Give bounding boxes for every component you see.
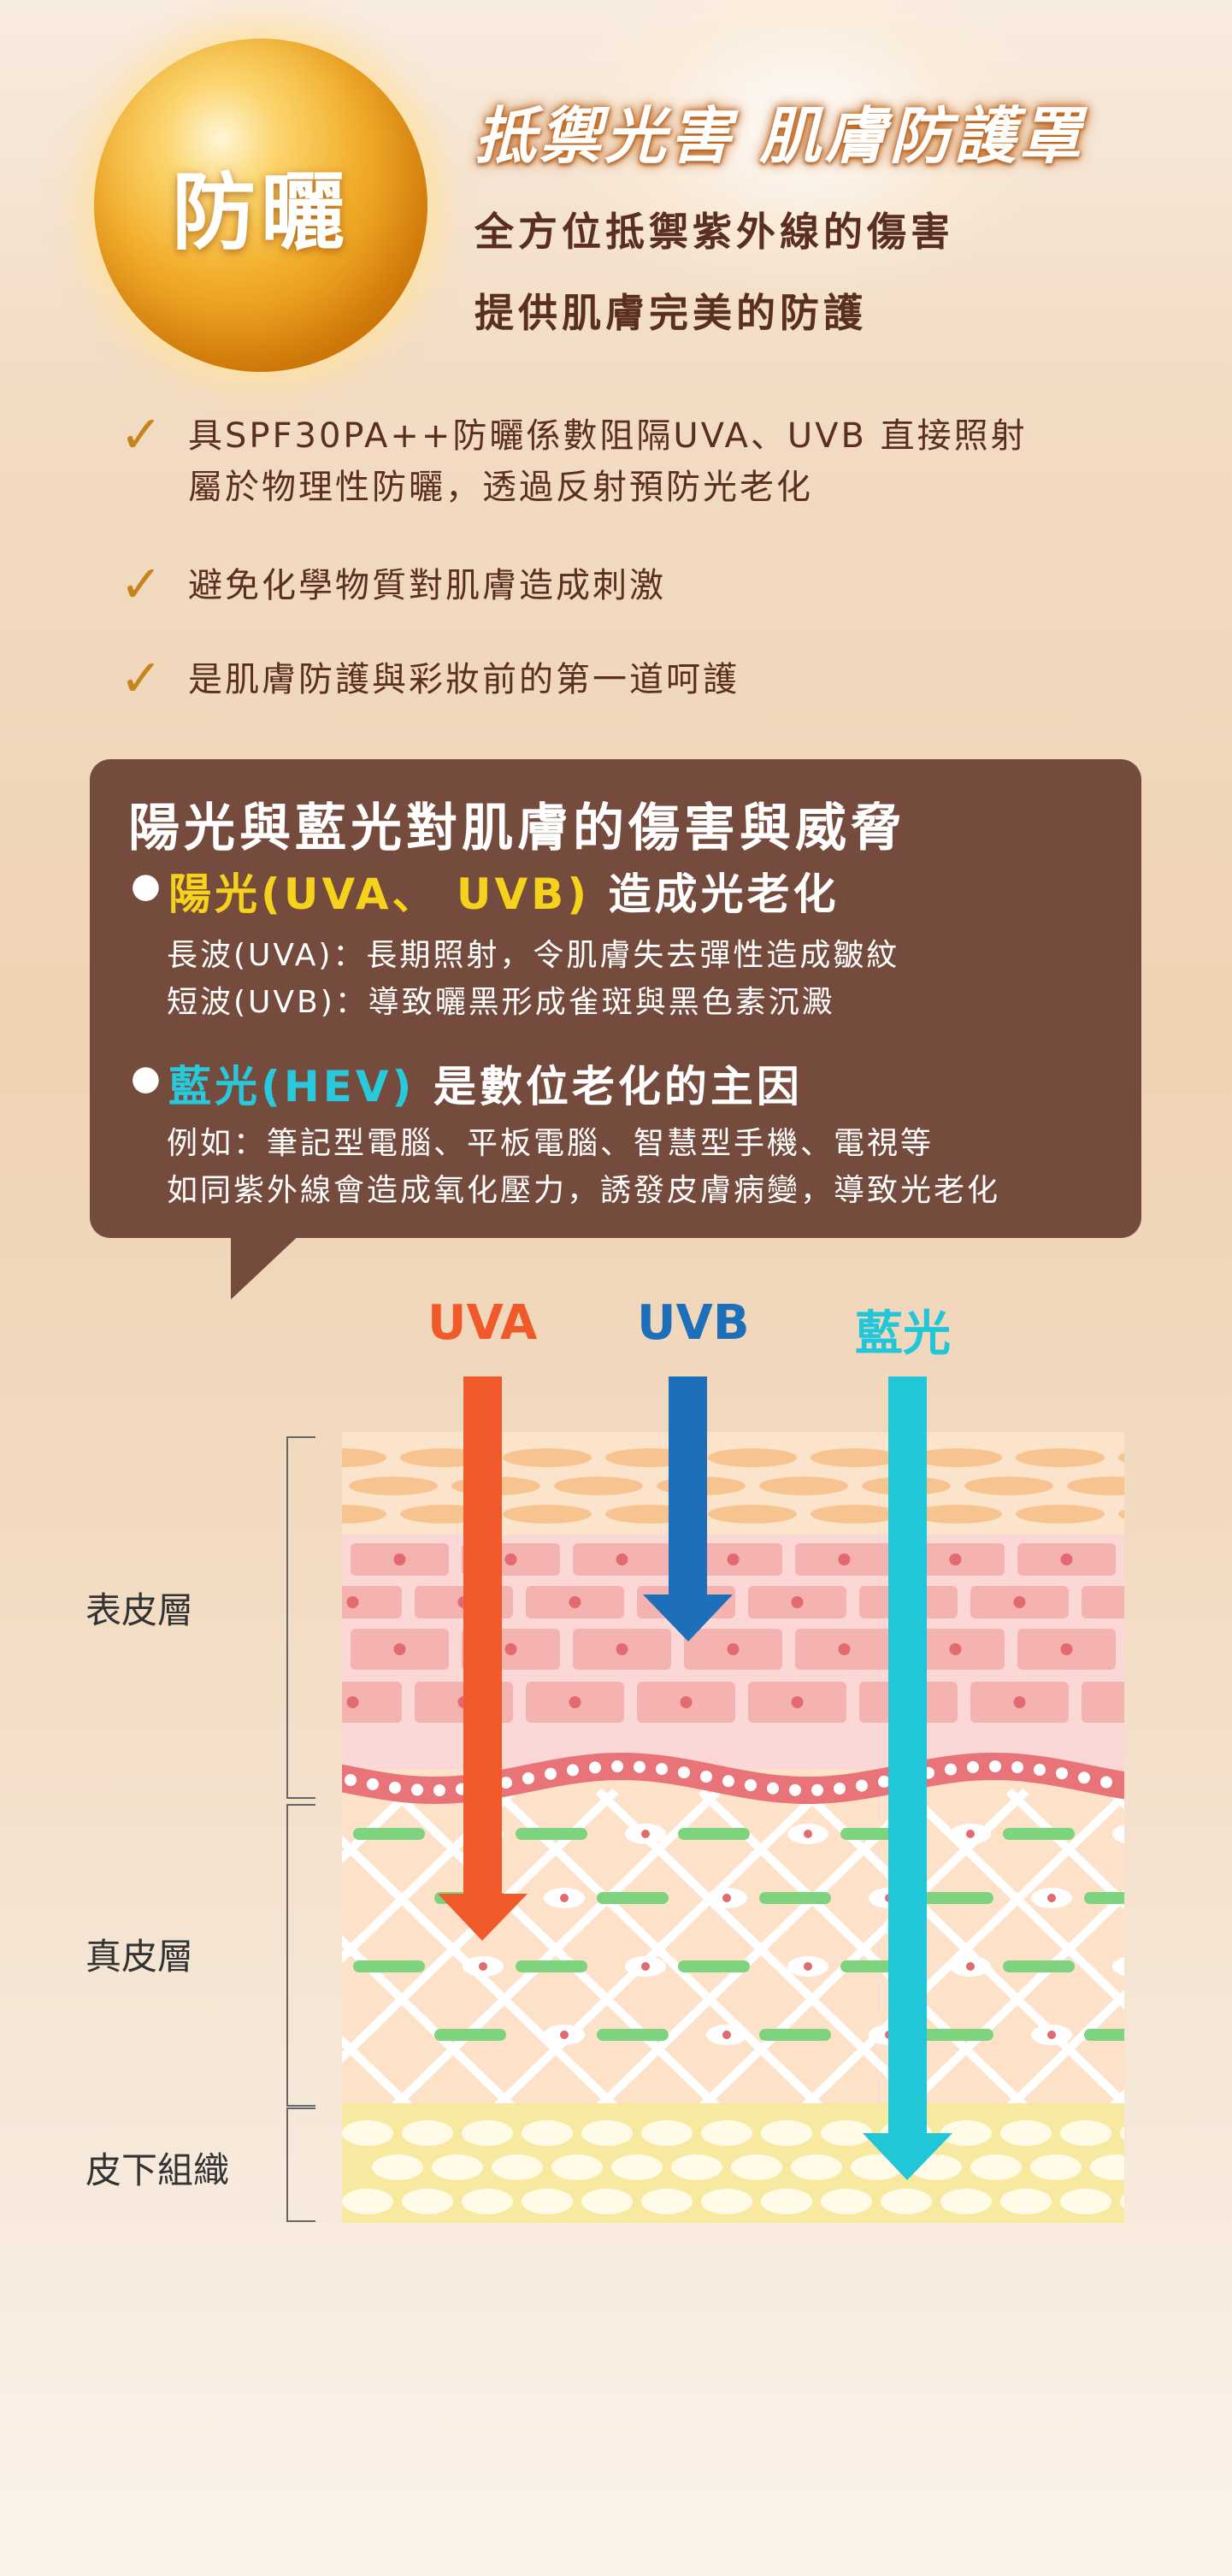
bracket-dermis <box>286 1804 315 2107</box>
bullet-dot: ● <box>131 866 161 905</box>
section-line: 長波(UVA)：長期照射，令肌膚失去彈性造成皺紋 <box>167 938 900 973</box>
checklist-text: 具SPF30PA++防曬係數阻隔UVA、UVB 直接照射 <box>188 416 1028 456</box>
bracket-subcutis <box>286 2107 315 2222</box>
orb-label: 防曬 <box>171 164 350 262</box>
dermis-fibers <box>342 1788 1124 2111</box>
checkmark-icon: ✓ <box>120 405 163 465</box>
section-heading-sunlight: 陽光(UVA、 UVB) 造成光老化 <box>168 860 840 922</box>
heading-highlight: 藍光(HEV) <box>168 1062 416 1111</box>
ray-label-bluelight: 藍光 <box>855 1306 951 1362</box>
bubble-title: 陽光與藍光對肌膚的傷害與威脅 <box>128 799 906 858</box>
section-line: 如同紫外線會造成氧化壓力，誘發皮膚病變，導致光老化 <box>167 1173 1001 1208</box>
bubble-tail <box>231 1231 304 1300</box>
layer-label-epidermis: 表皮層 <box>85 1589 194 1631</box>
section-line: 例如：筆記型電腦、平板電腦、智慧型手機、電視等 <box>167 1126 934 1161</box>
layer-label-dermis: 真皮層 <box>85 1936 194 1978</box>
bracket-epidermis <box>286 1436 315 1799</box>
ray-label-uvb: UVB <box>637 1295 750 1351</box>
checklist-text: 是肌膚防護與彩妝前的第一道呵護 <box>188 660 740 699</box>
heading-rest: 是數位老化的主因 <box>415 1062 803 1111</box>
ray-label-uva: UVA <box>427 1295 538 1351</box>
skin-cross-section <box>342 1432 1124 2223</box>
heading-rest: 造成光老化 <box>590 869 840 919</box>
intro-line-2: 提供肌膚完美的防護 <box>475 290 867 336</box>
heading-highlight: 陽光(UVA、 UVB) <box>168 869 591 919</box>
section-heading-bluelight: 藍光(HEV) 是數位老化的主因 <box>168 1052 803 1114</box>
checkmark-icon: ✓ <box>120 649 163 709</box>
headline: 抵禦光害 肌膚防護罩 <box>475 100 1085 172</box>
checklist-text: 避免化學物質對肌膚造成刺激 <box>188 566 666 605</box>
layer-label-subcutis: 皮下組織 <box>85 2149 230 2191</box>
background-glow <box>547 0 1060 308</box>
intro-line-1: 全方位抵禦紫外線的傷害 <box>475 209 954 255</box>
basal-cells <box>343 1759 1114 1798</box>
checklist-text: 屬於物理性防曬，透過反射預防光老化 <box>188 468 813 507</box>
bullet-dot: ● <box>131 1058 161 1098</box>
damage-info-bubble: 陽光與藍光對肌膚的傷害與威脅 ● 陽光(UVA、 UVB) 造成光老化 長波(U… <box>90 759 1141 1238</box>
sunscreen-orb <box>94 38 427 372</box>
checkmark-icon: ✓ <box>120 555 163 615</box>
section-line: 短波(UVB)：導致曬黑形成雀斑與黑色素沉澱 <box>167 985 835 1020</box>
